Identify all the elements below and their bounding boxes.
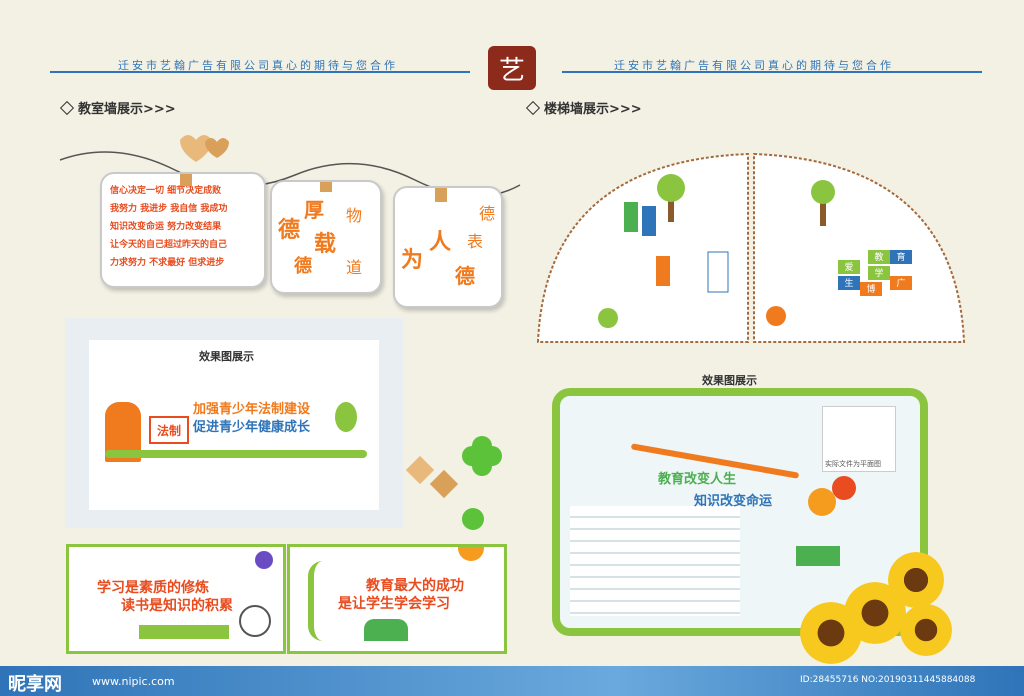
grass-strip [105,450,367,458]
stair-tag: 博 [860,282,882,296]
classroom-section-title: 教室墙展示>>> [59,98,176,117]
header-left-rule [50,71,470,73]
header-right-slogan: 迁安市艺翰广告有限公司真心的期待与您合作 [614,59,894,72]
classroom-card-character: 德 为 人 表 德 [393,186,503,308]
stairs-title-text: 楼梯墙展示>>> [544,102,642,117]
legal-badge: 法制 [149,416,189,444]
tree-icon [335,402,357,432]
legal-badge-text: 法制 [156,423,181,438]
classroom-card-slogans: 信心决定一切 细节决定成败 我努力 我进步 我自信 我成功 知识改变命运 努力改… [100,172,266,288]
banner-left-line2: 读书是知识的积累 [121,598,233,614]
clothespin-icon [180,174,192,186]
character-char: 表 [467,232,484,251]
stair-tag: 学 [868,266,890,280]
slogan-line: 力求努力 不求最好 但求进步 [110,258,225,268]
watermark-url: www.nipic.com [92,675,175,688]
effect-room-line2: 促进青少年健康成长 [193,420,311,435]
clover-icon [462,436,504,476]
character-char: 德 [455,264,475,288]
effect-stairs-label: 效果图展示 [702,374,757,387]
sunflower-icon [888,552,944,608]
virtue-char: 载 [314,231,337,257]
effect-room-line1: 加强青少年法制建设 [193,402,311,417]
heart-icon [180,135,212,162]
character-char: 为 [401,247,424,273]
heart-icon [405,455,435,485]
reading-kids-icon [364,619,408,641]
tree-icon [766,306,786,326]
virtue-char: 德 [294,256,312,277]
tree-icon [811,180,835,226]
effect-room-scene: 效果图展示 法制 加强青少年法制建设 促进青少年健康成长 [65,318,403,528]
green-swoosh [308,561,338,641]
books-row [139,625,229,639]
books-stack [796,546,840,566]
stairs-arch-frame [536,152,966,343]
virtue-char: 德 [278,217,301,243]
tree-icon [657,174,685,222]
stairs-section-title: 楼梯墙展示>>> [525,98,642,117]
slogan-line: 信心决定一切 细节决定成败 [110,186,222,196]
tree-icon [832,476,856,500]
slogan-line: 我努力 我进步 我自信 我成功 [110,204,228,214]
inset-reference-panel: 实际文件为平面图 [822,406,896,472]
watermark-brand: 昵享网 [8,674,62,695]
virtue-char: 道 [346,258,363,277]
virtue-char: 厚 [304,198,324,222]
banner-left-line1: 学习是素质的修炼 [97,580,209,596]
globe-icon [239,605,271,637]
logo-glyph: 艺 [498,55,525,86]
classroom-title-text: 教室墙展示>>> [78,102,176,117]
effect-stairs-line2: 知识改变命运 [694,494,773,509]
stair-tag: 广 [890,276,912,290]
watermark-bar: 昵享网 www.nipic.com ID:28455716 NO:2019031… [0,666,1024,696]
header-left-slogan: 迁安市艺翰广告有限公司真心的期待与您合作 [118,59,398,72]
virtue-char: 物 [346,206,363,225]
banner-right-line1: 教育最大的成功 [366,578,464,594]
slogan-line: 知识改变命运 努力改变结果 [110,222,222,232]
header-right-rule [562,71,982,73]
tree-icon [808,488,836,516]
sunflower-icon [900,604,952,656]
heart-icon [205,138,229,158]
stair-tag: 教 [868,250,890,264]
diamond-icon [59,100,75,115]
effect-stairs-line1: 教育改变人生 [658,472,737,487]
banner-right-line2: 是让学生学会学习 [338,596,450,612]
character-char: 德 [479,204,496,223]
purple-dot [255,551,273,569]
small-clover-icon [462,508,484,530]
effect-stairs-scene: 教育改变人生 知识改变命运 实际文件为平面图 [552,388,928,636]
clothespin-icon [320,182,332,192]
study-banner-left: 学习是素质的修炼 读书是知识的积累 [66,544,286,654]
stair-tag: 育 [890,250,912,264]
slogan-line: 让今天的自己超过昨天的自己 [110,240,228,250]
stair-tag: 生 [838,276,860,290]
character-char: 人 [429,229,452,255]
diamond-icon [525,100,541,115]
heart-icon [429,469,459,499]
side-note: 实际文件为平面图 [825,460,881,468]
stairs-tag-grid: 爱 教 生 育 博 学 广 [838,250,914,296]
clothespin-icon [435,188,447,202]
company-logo-seal: 艺 [488,46,536,90]
stair-steps [570,506,740,616]
sun-circle [458,547,484,561]
stair-tag: 爱 [838,260,860,274]
watermark-id: ID:28455716 NO:20190311445884088 [800,675,976,685]
effect-room-label: 效果图展示 [199,350,254,363]
classroom-card-virtue: 德 厚 载 物 德 道 [270,180,382,294]
study-banner-right: 教育最大的成功 是让学生学会学习 [287,544,507,654]
